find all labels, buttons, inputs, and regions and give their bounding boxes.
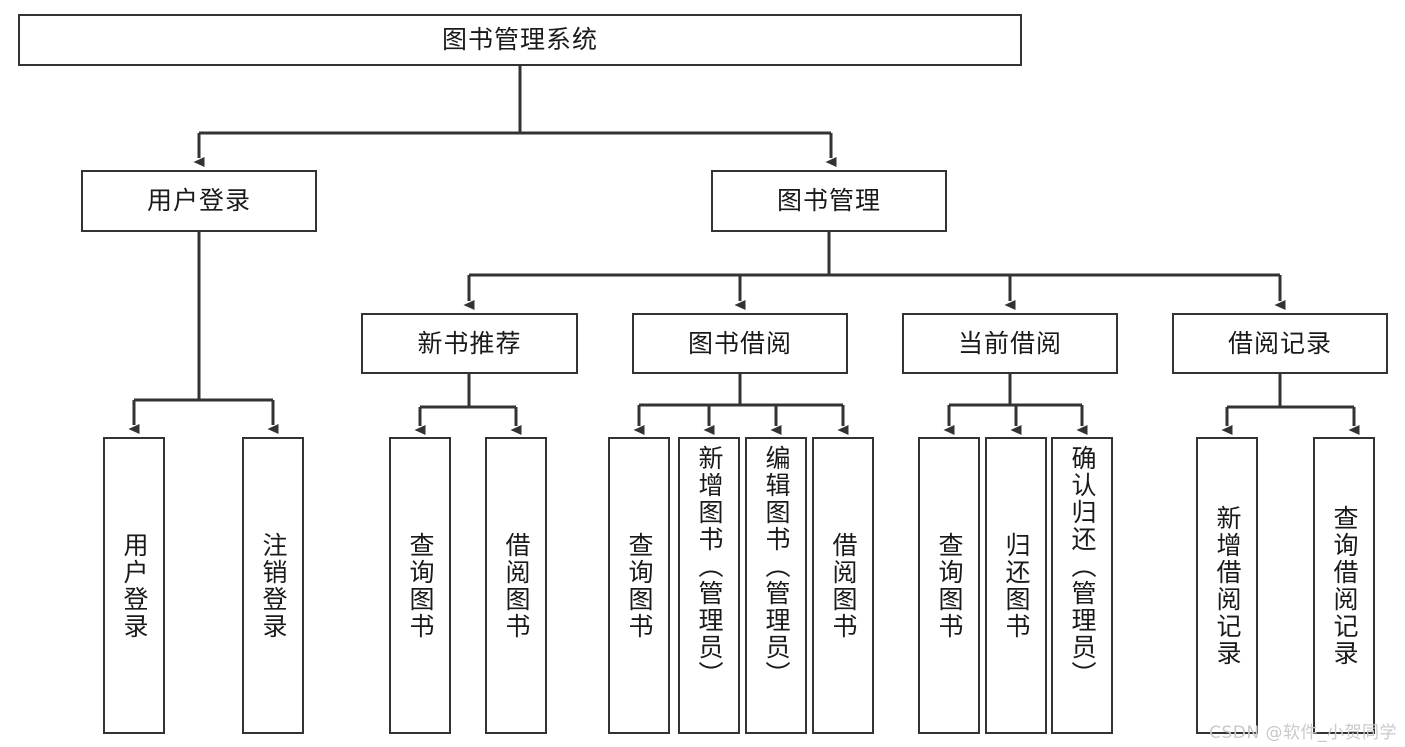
node-leaf-add-record[interactable]: 新增借阅记录	[1196, 437, 1258, 734]
node-new-book-recommend[interactable]: 新书推荐	[361, 313, 578, 374]
node-current-borrow[interactable]: 当前借阅	[902, 313, 1118, 374]
node-label: 用户登录	[146, 186, 251, 216]
node-leaf-confirm-return[interactable]: 确认归还（管理员）	[1051, 437, 1113, 734]
node-label: 当前借阅	[957, 328, 1062, 358]
node-leaf-borrow-book[interactable]: 借阅图书	[812, 437, 874, 734]
node-leaf-return-book[interactable]: 归还图书	[985, 437, 1047, 734]
node-label: 图书管理	[776, 186, 881, 216]
node-label: 图书借阅	[687, 328, 792, 358]
node-label: 新书推荐	[417, 328, 522, 358]
node-label: 确认归还（管理员）	[1068, 445, 1097, 688]
node-label: 新增借阅记录	[1213, 504, 1242, 667]
node-leaf-query-record[interactable]: 查询借阅记录	[1313, 437, 1375, 734]
node-label: 借阅图书	[502, 531, 531, 640]
node-label: 查询图书	[935, 531, 964, 640]
node-label: 新增图书（管理员）	[695, 445, 724, 688]
node-label: 借阅图书	[829, 531, 858, 640]
node-book-manage[interactable]: 图书管理	[711, 170, 947, 232]
node-label: 归还图书	[1002, 531, 1031, 640]
node-label: 注销登录	[259, 531, 288, 640]
node-leaf-add-book[interactable]: 新增图书（管理员）	[678, 437, 740, 734]
node-leaf-query-book-current[interactable]: 查询图书	[918, 437, 980, 734]
node-book-borrow[interactable]: 图书借阅	[632, 313, 848, 374]
node-leaf-logout[interactable]: 注销登录	[242, 437, 304, 734]
node-label: 查询借阅记录	[1330, 504, 1359, 667]
node-label: 用户登录	[120, 531, 149, 640]
node-user-login[interactable]: 用户登录	[81, 170, 317, 232]
node-label: 查询图书	[406, 531, 435, 640]
node-label: 查询图书	[625, 531, 654, 640]
node-label: 编辑图书（管理员）	[762, 445, 791, 688]
watermark: CSDN @软件_小贺同学	[1209, 723, 1397, 743]
node-borrow-record[interactable]: 借阅记录	[1172, 313, 1388, 374]
node-root[interactable]: 图书管理系统	[18, 14, 1022, 66]
node-leaf-query-book-borrow[interactable]: 查询图书	[608, 437, 670, 734]
node-leaf-user-login[interactable]: 用户登录	[103, 437, 165, 734]
node-leaf-edit-book[interactable]: 编辑图书（管理员）	[745, 437, 807, 734]
node-label: 借阅记录	[1227, 328, 1332, 358]
node-leaf-borrow-book-rec[interactable]: 借阅图书	[485, 437, 547, 734]
node-leaf-query-book-rec[interactable]: 查询图书	[389, 437, 451, 734]
node-label: 图书管理系统	[441, 25, 598, 55]
